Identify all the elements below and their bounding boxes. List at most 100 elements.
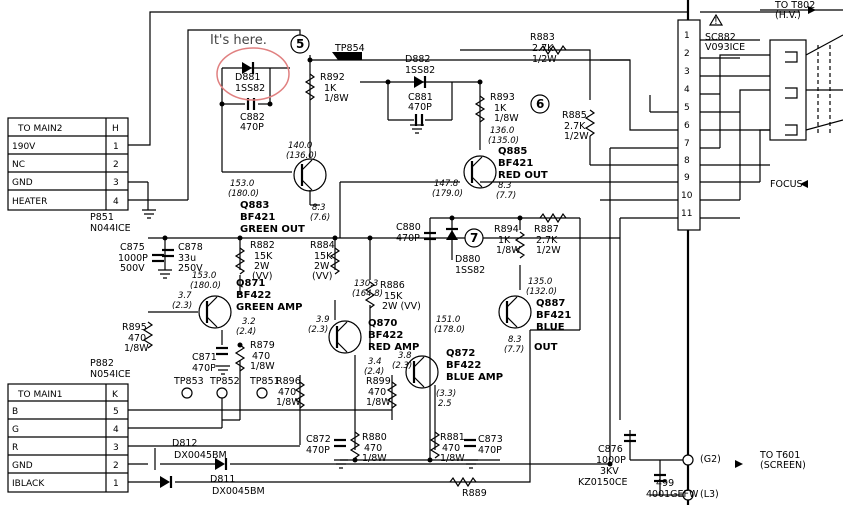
label-to-t802: TO T802	[774, 0, 815, 11]
label-g2: (G2)	[700, 454, 721, 465]
socket-pin: 11	[681, 209, 692, 219]
svg-text:1/8W: 1/8W	[440, 453, 465, 464]
main2-pin-name: GND	[12, 178, 33, 188]
svg-text:470: 470	[364, 443, 382, 454]
svg-text:R884: R884	[310, 240, 335, 251]
diode-d881	[242, 62, 252, 74]
transistor-q885	[463, 155, 497, 189]
main1-id: K	[112, 390, 119, 400]
svg-text:R892: R892	[320, 72, 345, 83]
svg-text:8.3: 8.3	[498, 181, 512, 191]
svg-text:R879: R879	[250, 340, 275, 351]
svg-text:1/2W: 1/2W	[532, 54, 557, 65]
transistor-q872	[405, 355, 439, 389]
resistor-r899	[386, 381, 398, 409]
main1-part: P882	[90, 358, 114, 369]
svg-text:DX0045BM: DX0045BM	[174, 450, 227, 461]
highlight-ellipse	[216, 47, 290, 101]
svg-text:153.0: 153.0	[192, 271, 216, 281]
svg-text:33u: 33u	[178, 253, 196, 264]
svg-text:4001GEFW: 4001GEFW	[646, 489, 699, 500]
svg-text:1/2W: 1/2W	[536, 245, 561, 256]
resistor-r896	[294, 381, 306, 409]
svg-text:BF422: BF422	[236, 290, 271, 301]
svg-text:GREEN OUT: GREEN OUT	[240, 224, 305, 235]
svg-text:147.8: 147.8	[434, 179, 459, 189]
main2-part: P851	[90, 212, 114, 223]
main1-pin-num: 1	[113, 479, 119, 489]
svg-text:3.9: 3.9	[316, 315, 330, 325]
main1-pin-num: 5	[113, 407, 119, 417]
svg-text:15K: 15K	[384, 291, 403, 302]
svg-text:2W (VV): 2W (VV)	[382, 301, 421, 312]
svg-text:C875: C875	[120, 242, 145, 253]
svg-text:8.3: 8.3	[312, 203, 326, 213]
svg-text:R896: R896	[276, 376, 301, 387]
main2-part-num: N044ICE	[90, 223, 131, 234]
svg-text:130.3: 130.3	[354, 279, 378, 289]
crt-socket: 1 2 3 4 5 6 7 8 9 10 11 !	[677, 13, 831, 231]
connector-main2: TO MAIN2 H 190V 1 NC 2 GND 3 HEATER 4 P8…	[7, 117, 131, 234]
svg-text:3.2: 3.2	[242, 317, 256, 327]
resistor-r895	[142, 321, 154, 349]
svg-text:135.0: 135.0	[528, 277, 552, 287]
component-labels: It's here. TO T802 (H.V.) SC882 V093ICE …	[118, 0, 815, 500]
svg-text:470: 470	[128, 333, 146, 344]
resistors	[142, 44, 596, 488]
svg-text:BLUE: BLUE	[536, 322, 565, 333]
svg-text:C882: C882	[240, 112, 265, 123]
resistor-r879	[234, 344, 246, 372]
svg-text:Q883: Q883	[240, 200, 269, 211]
socket-pin: 6	[684, 121, 690, 131]
svg-text:(132.0): (132.0)	[526, 287, 557, 297]
svg-text:500V: 500V	[120, 263, 145, 274]
arrow-right-icon	[735, 460, 743, 468]
svg-text:R887: R887	[534, 224, 559, 235]
svg-text:C881: C881	[408, 92, 433, 103]
svg-text:R882: R882	[250, 240, 275, 251]
socket-pin: 4	[684, 85, 690, 95]
socket-pin: 2	[684, 49, 690, 59]
transistors	[198, 155, 532, 389]
svg-text:(164.8): (164.8)	[352, 289, 383, 299]
annotation-note: It's here.	[210, 33, 267, 48]
svg-text:(2.4): (2.4)	[364, 367, 384, 377]
svg-text:1/2W: 1/2W	[564, 131, 589, 142]
svg-text:C873: C873	[478, 434, 503, 445]
svg-text:(3.3): (3.3)	[436, 389, 456, 399]
main2-pin-num: 2	[113, 160, 119, 170]
diode-d882	[414, 76, 424, 88]
svg-text:BLUE AMP: BLUE AMP	[446, 372, 503, 383]
svg-text:(180.0): (180.0)	[228, 189, 259, 199]
svg-text:3KV: 3KV	[600, 466, 619, 477]
svg-text:1/8W: 1/8W	[124, 343, 149, 354]
svg-text:(135.0): (135.0)	[488, 136, 519, 146]
label-out: OUT	[534, 342, 558, 353]
transistor-q887	[498, 295, 532, 329]
main1-pin-num: 3	[113, 443, 119, 453]
socket-pin: 9	[684, 173, 690, 183]
svg-text:BF421: BF421	[536, 310, 571, 321]
resistor-r884	[329, 247, 341, 275]
svg-text:D882: D882	[405, 54, 430, 65]
svg-text:2.5: 2.5	[438, 399, 452, 409]
svg-text:Q885: Q885	[498, 146, 527, 157]
label-v093ice: V093ICE	[705, 42, 745, 53]
svg-text:1SS82: 1SS82	[405, 65, 435, 76]
svg-text:3.8: 3.8	[398, 351, 412, 361]
tp851-point	[256, 387, 268, 399]
svg-text:470P: 470P	[306, 445, 330, 456]
svg-text:2.7K: 2.7K	[532, 43, 554, 54]
markers: 5 6 7	[290, 34, 550, 248]
marker-5	[290, 34, 310, 54]
svg-text:1000P: 1000P	[596, 455, 626, 466]
svg-text:1K: 1K	[494, 103, 507, 114]
main2-pin-num: 3	[113, 178, 119, 188]
main2-pin-name: HEATER	[12, 197, 47, 207]
svg-text:1/8W: 1/8W	[250, 361, 275, 372]
svg-text:470: 470	[368, 387, 386, 398]
label-sc882: SC882	[705, 32, 736, 43]
label-l3: (L3)	[700, 489, 719, 500]
main1-pin-name: G	[12, 425, 19, 435]
svg-text:1/8W: 1/8W	[494, 113, 519, 124]
